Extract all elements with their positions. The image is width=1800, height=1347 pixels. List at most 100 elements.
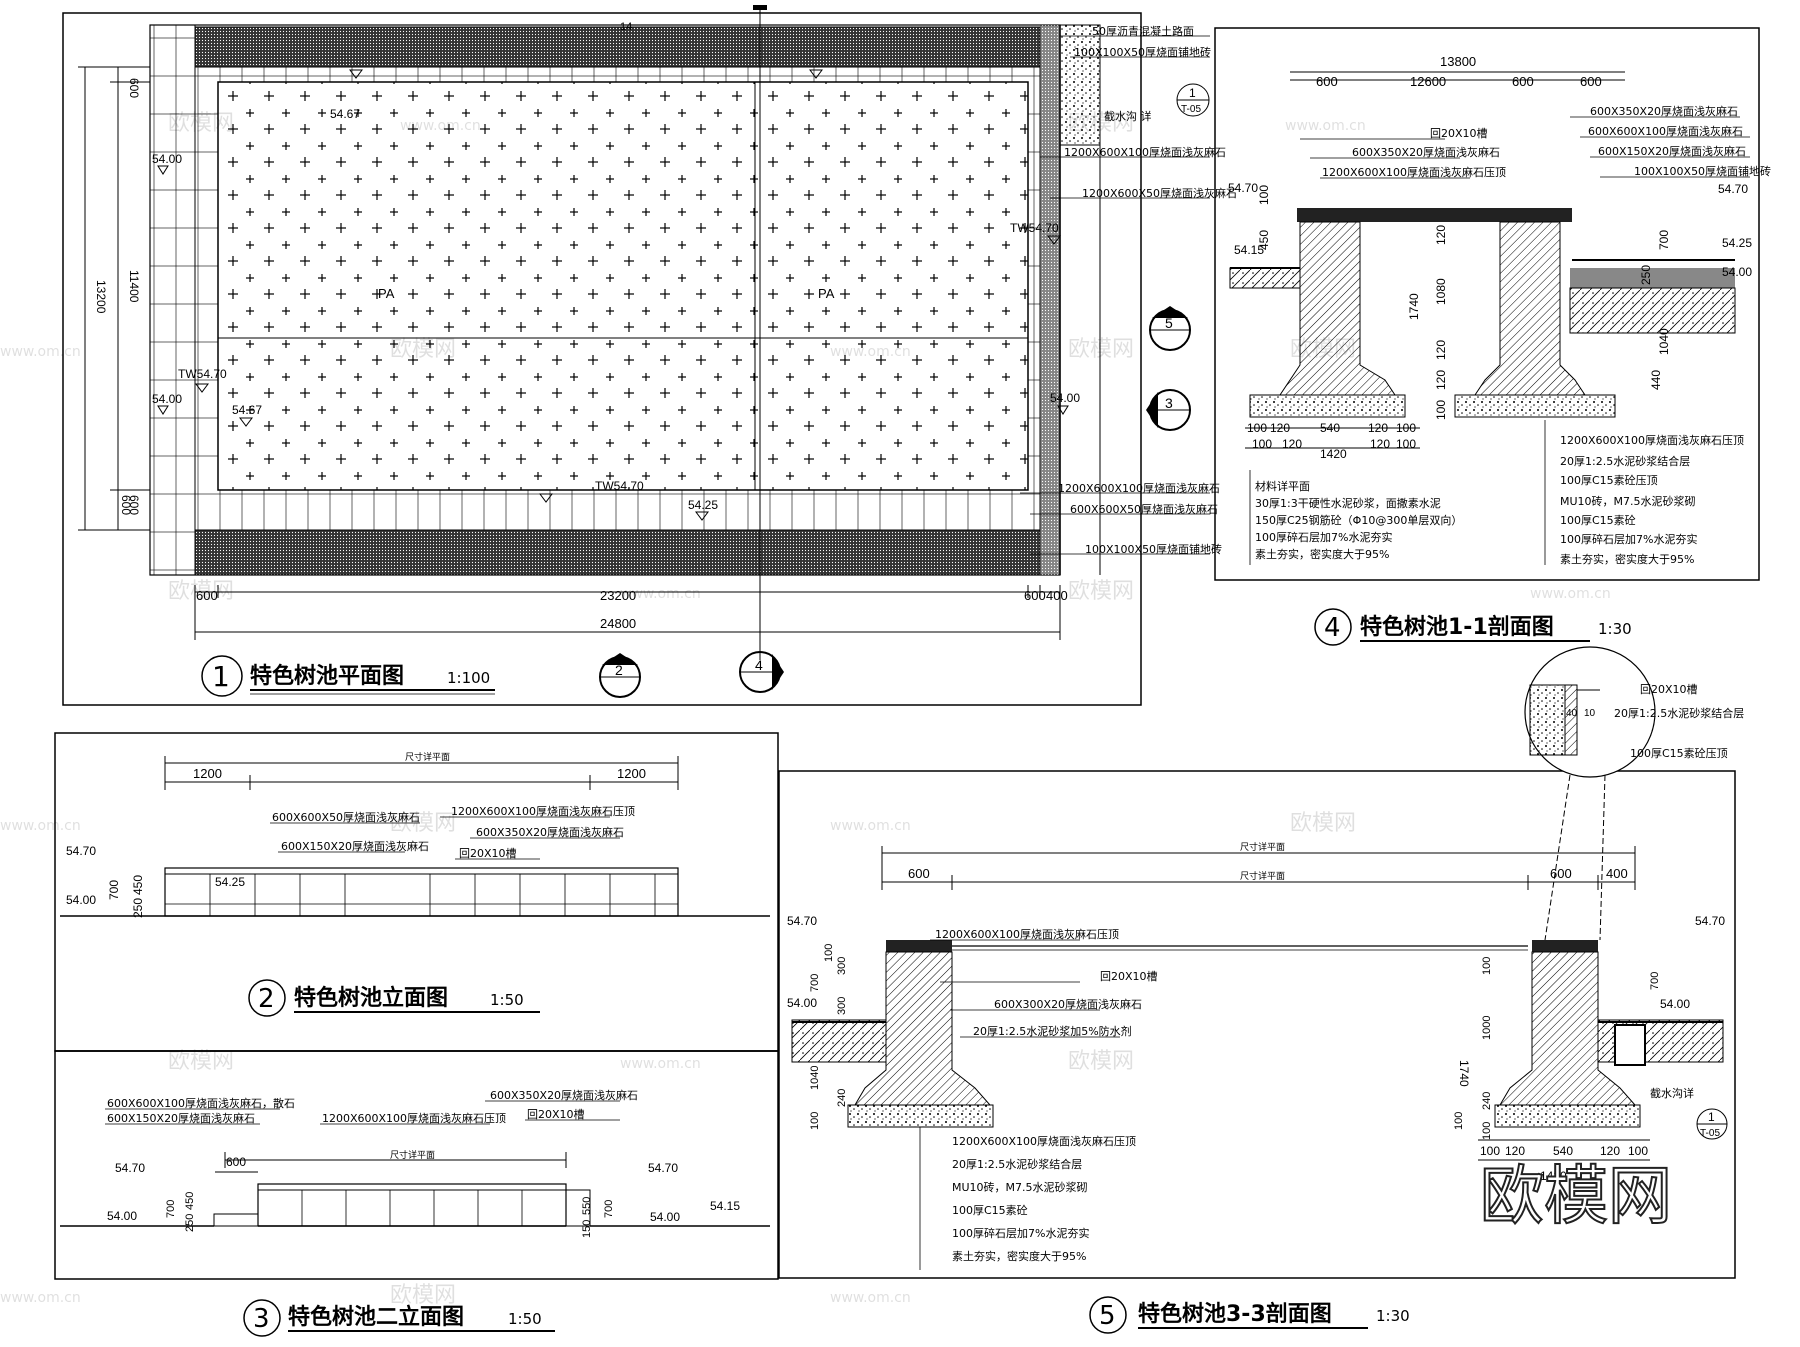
- plan-callout-3: 截水沟 详: [1104, 109, 1152, 123]
- watermark-url-6: www.om.cn: [1530, 586, 1611, 602]
- s11-bdim-7: 120: [1282, 437, 1302, 451]
- section-mark-3[interactable]: 3: [1146, 389, 1191, 431]
- s33-detail-ref-label: 截水沟详: [1650, 1086, 1694, 1100]
- watermark-brand-1: 欧模网: [168, 111, 234, 136]
- watermark-brand-3: 欧模网: [390, 337, 456, 362]
- elev1-callout-2: 1200X600X100厚烧面浅灰麻石压顶: [451, 804, 635, 818]
- plan-level-9: 54.00: [1050, 391, 1080, 405]
- plan-level-1: 54.67: [330, 107, 360, 121]
- s33-layer-3: MU10砖，M7.5水泥砂浆砌: [952, 1180, 1088, 1194]
- s11-layer-right-1: 1200X600X100厚烧面浅灰麻石压顶: [1560, 433, 1744, 447]
- s33-callout-2: 回20X10槽: [1100, 970, 1158, 983]
- s33-detail-callout-2: 20厚1:2.5水泥砂浆结合层: [1614, 706, 1744, 720]
- plan-callout-8: 100X100X50厚烧面铺地砖: [1085, 542, 1222, 556]
- elev2-callout-5: 回20X10槽: [527, 1108, 585, 1121]
- plan-level-2: 54.00: [152, 152, 182, 166]
- s11-layer-right-4: MU10砖，M7.5水泥砂浆砌: [1560, 494, 1696, 508]
- elev1-callout-1: 600X600X50厚烧面浅灰麻石: [272, 810, 420, 824]
- plan-detail-ref-num: 1: [1189, 86, 1196, 100]
- watermark-url-10: www.om.cn: [0, 1290, 81, 1306]
- plan-dim-bottom-600a: 600: [196, 588, 218, 603]
- s11-layer-left-2: 30厚1:3干硬性水泥砂浆，面撒素水泥: [1255, 496, 1441, 510]
- s11-level-4: 54.25: [1722, 236, 1752, 250]
- s11-level-5: 54.00: [1722, 265, 1752, 279]
- s33-vdim-4: 300: [836, 997, 848, 1015]
- s11-callout-2: 600X600X100厚烧面浅灰麻石: [1588, 124, 1743, 138]
- s33-bdim-3: 540: [1553, 1144, 1573, 1158]
- s33-vdim-13: 100: [1453, 1112, 1465, 1130]
- s33-vdim-14: 100: [1481, 1122, 1493, 1140]
- s33-level-4: 54.00: [1660, 997, 1690, 1011]
- s33-vdim-11: 1000: [1481, 1016, 1493, 1040]
- s11-bdim-8: 1420: [1320, 447, 1347, 461]
- s33-level-1: 54.70: [787, 914, 817, 928]
- watermark-brand-4: 欧模网: [1068, 337, 1134, 362]
- plan-level-7: 54.25: [688, 498, 718, 512]
- s11-vdim-8: 120: [1434, 340, 1448, 360]
- elev2-level-3: 54.70: [648, 1161, 678, 1175]
- s11-level-3: 54.70: [1718, 182, 1748, 196]
- s11-callout-6: 600X350X20厚烧面浅灰麻石: [1352, 145, 1500, 159]
- plan-dim-left-600b: 600: [127, 495, 141, 515]
- s11-layer-left-4: 100厚碎石层加7%水泥夯实: [1255, 530, 1392, 544]
- elev1-vdim-1: 700: [107, 880, 121, 900]
- panel-plan: 600 11400 13200 600 600 600 23200 600 40…: [62, 5, 1237, 706]
- s11-bdim-4: 120: [1368, 421, 1388, 435]
- s33-vdim-2: 300: [836, 957, 848, 975]
- plan-scale: 1:100: [447, 669, 490, 687]
- section-mark-5[interactable]: 5: [1149, 306, 1191, 351]
- s11-callout-1: 600X350X20厚烧面浅灰麻石: [1590, 104, 1738, 118]
- s11-callout-3: 600X150X20厚烧面浅灰麻石: [1598, 144, 1746, 158]
- watermark-url-9: www.om.cn: [620, 1056, 701, 1072]
- elev2-vdim-4: 550: [581, 1197, 593, 1215]
- s33-detail-ref-sheet: T-05: [1700, 1128, 1720, 1139]
- s11-vdim-11: 1040: [1657, 328, 1671, 355]
- s33-vdim-9: 700: [1649, 972, 1661, 990]
- s33-layer-2: 20厚1:2.5水泥砂浆结合层: [952, 1157, 1082, 1171]
- elev1-title: 特色树池立面图: [294, 985, 448, 1011]
- s11-layer-right-3: 100厚C15素砼压顶: [1560, 474, 1658, 487]
- s33-layer-6: 素土夯实，密实度大于95%: [952, 1249, 1086, 1263]
- s11-vdim-3: 700: [1657, 230, 1671, 250]
- watermark-brand-8: 欧模网: [390, 811, 456, 836]
- section-mark-4[interactable]: 4: [739, 651, 784, 693]
- s33-detail-callout-1: 回20X10槽: [1640, 683, 1698, 696]
- elev1-vdim-2: 450: [131, 875, 145, 895]
- s33-scale: 1:30: [1376, 1307, 1410, 1325]
- elev2-callout-2: 600X150X20厚烧面浅灰麻石: [107, 1111, 255, 1125]
- elev2-scale: 1:50: [508, 1310, 542, 1328]
- plan-dim-left-13200: 13200: [94, 280, 108, 314]
- s33-detail-dim-2: 10: [1584, 708, 1596, 719]
- plan-dim-bottom-600b: 600: [1024, 588, 1046, 603]
- elev2-title-number: 3: [253, 1304, 270, 1334]
- elev2-level-4: 54.00: [650, 1210, 680, 1224]
- s33-vdim-1: 100: [823, 944, 835, 962]
- s33-vdim-5: 1040: [809, 1066, 821, 1090]
- s11-layer-left-3: 150厚C25钢筋砼（Φ10@300单层双向）: [1255, 513, 1462, 527]
- elev2-vdim-5: 150: [581, 1220, 593, 1238]
- elev1-callout-5: 回20X10槽: [459, 847, 517, 860]
- s11-vdim-2: 450: [1257, 230, 1271, 250]
- elev1-scale: 1:50: [490, 991, 524, 1009]
- elev1-dim-label: 尺寸详平面: [405, 751, 450, 763]
- s11-title: 特色树池1-1剖面图: [1360, 614, 1554, 640]
- elev1-vdim-3: 250: [131, 898, 145, 918]
- s11-vdim-4: 250: [1639, 265, 1653, 285]
- s33-level-2: 54.00: [787, 996, 817, 1010]
- s33-callout-1: 1200X600X100厚烧面浅灰麻石压顶: [935, 927, 1119, 941]
- s11-vdim-5: 1740: [1407, 293, 1421, 320]
- section-mark-2[interactable]: 2: [599, 653, 641, 698]
- watermark-url-1: www.om.cn: [400, 118, 481, 134]
- s33-dim-400: 400: [1606, 866, 1628, 881]
- plan-detail-ref-sheet: T-05: [1181, 104, 1201, 115]
- s33-layer-4: 100厚C15素砼: [952, 1204, 1028, 1217]
- elev2-title: 特色树池二立面图: [288, 1304, 464, 1330]
- s11-dim-600a: 600: [1316, 74, 1338, 89]
- s33-bdim-5: 100: [1628, 1144, 1648, 1158]
- s33-vdim-12: 240: [1481, 1092, 1493, 1110]
- s11-title-number: 4: [1324, 613, 1341, 643]
- section-mark-3-label: 3: [1165, 395, 1173, 411]
- s11-dim-12600: 12600: [1410, 74, 1446, 89]
- plan-callout-1: 50厚沥青混凝土路面: [1092, 24, 1194, 38]
